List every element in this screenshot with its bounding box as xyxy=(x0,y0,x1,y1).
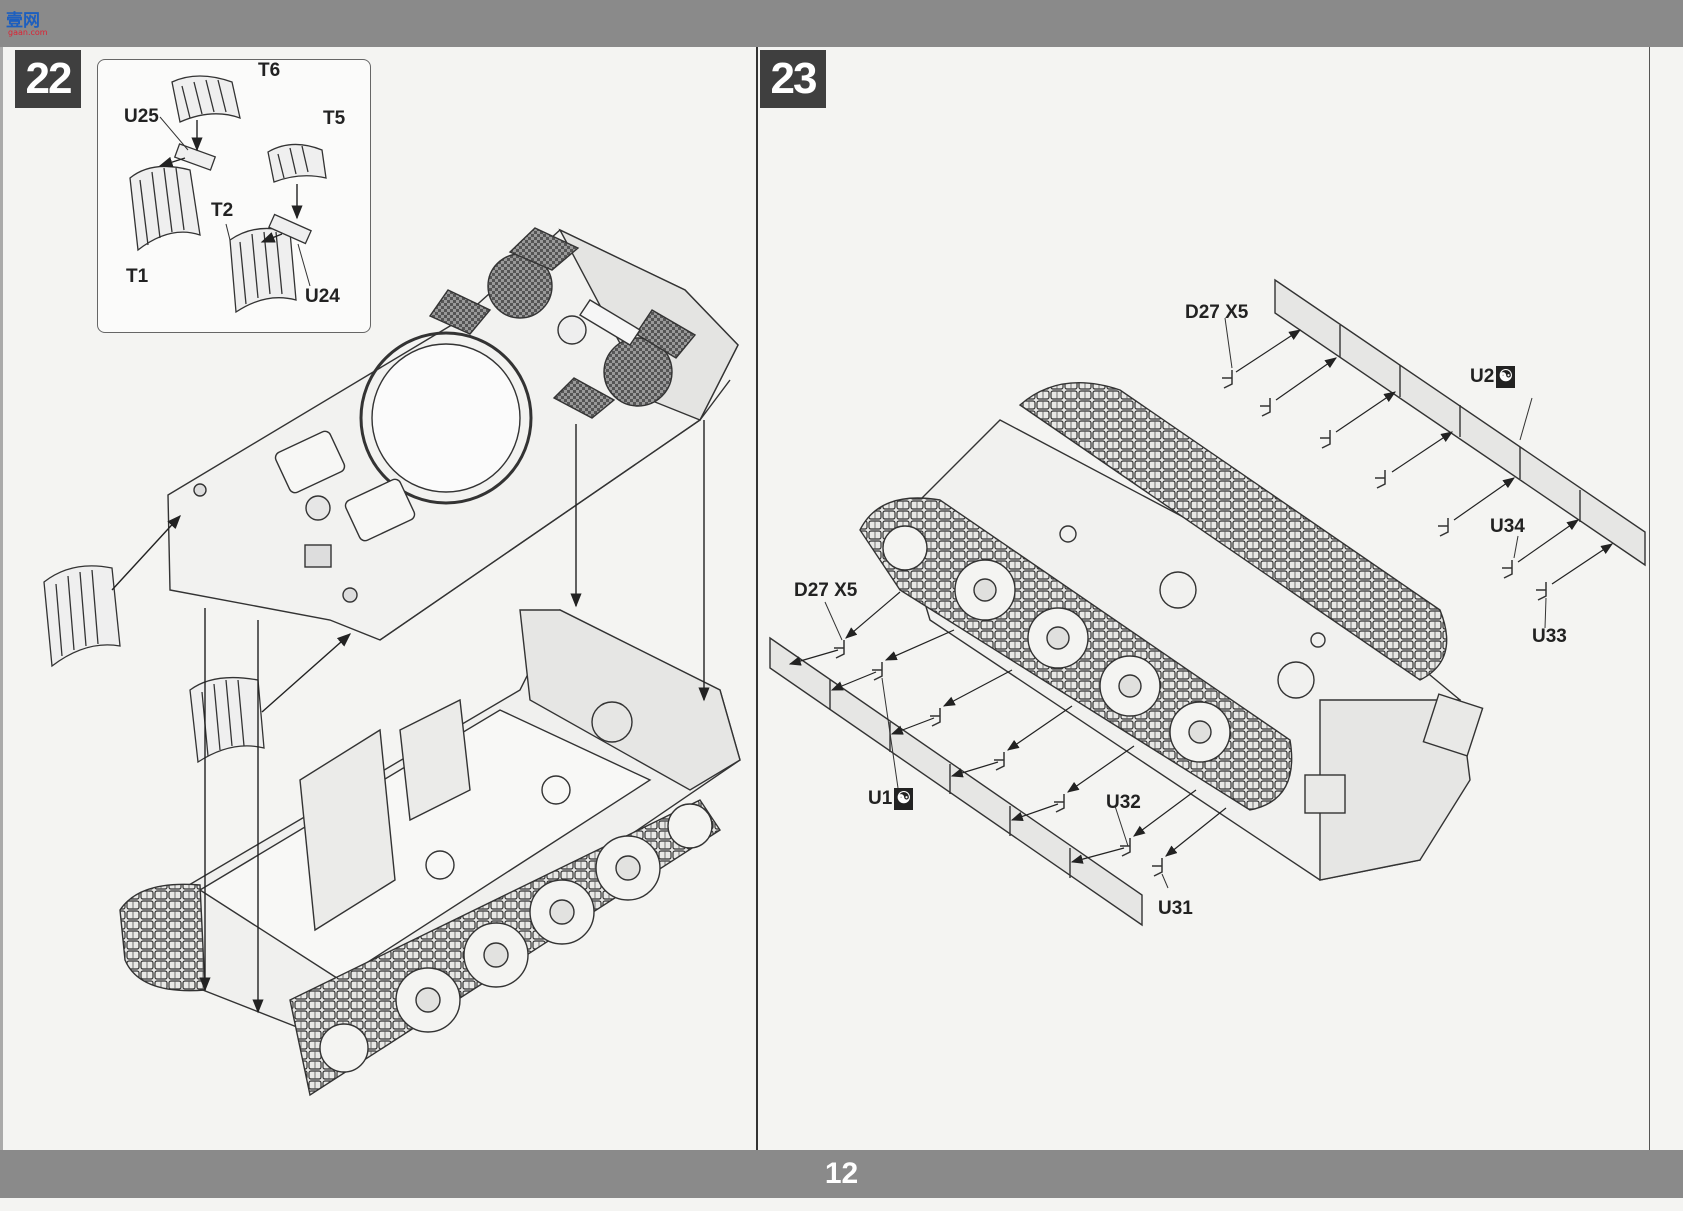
part-u25 xyxy=(173,143,217,171)
watermark-text: 壹网 xyxy=(6,11,40,31)
page-number: 12 xyxy=(824,1157,859,1190)
label-u33: U33 xyxy=(1532,626,1567,647)
label-u1: U1☯ xyxy=(868,788,914,810)
top-bar xyxy=(0,0,1683,47)
fender-t1 xyxy=(129,165,201,252)
fender-t5 xyxy=(267,143,327,183)
upper-hull xyxy=(167,227,739,641)
page-right-edge xyxy=(1649,47,1650,1150)
step-23-number: 23 xyxy=(760,50,826,108)
inset-fender-parts xyxy=(129,75,327,314)
fender-t2 xyxy=(229,227,297,314)
label-u31: U31 xyxy=(1158,898,1193,919)
label-u25: U25 xyxy=(124,106,159,127)
inset-arrows xyxy=(158,120,303,243)
yin-yang-icon: ☯ xyxy=(894,788,914,810)
label-d27-top: D27 X5 xyxy=(1185,302,1249,323)
label-u24: U24 xyxy=(305,286,340,307)
label-d27-left: D27 X5 xyxy=(794,580,858,601)
fender-t6 xyxy=(171,75,241,123)
watermark-subtext: gaan.com xyxy=(8,28,48,37)
label-u2: U2☯ xyxy=(1470,366,1516,388)
part-u24 xyxy=(268,213,312,245)
label-t1: T1 xyxy=(126,266,149,287)
label-t5: T5 xyxy=(323,108,346,129)
page-left-edge xyxy=(0,47,3,1150)
watermark-logo: 壹网 gaan.com xyxy=(6,6,70,38)
label-u32: U32 xyxy=(1106,792,1141,813)
step23-guides xyxy=(845,329,1613,857)
step23-skirt-arrows xyxy=(788,649,1125,864)
side-fenders xyxy=(43,565,265,764)
label-t6: T6 xyxy=(258,60,281,81)
side-skirts xyxy=(769,278,1646,927)
step-22-number: 22 xyxy=(15,50,81,108)
chassis-underside xyxy=(859,382,1484,881)
page-divider xyxy=(756,47,758,1150)
label-u34: U34 xyxy=(1490,516,1525,537)
label-t2: T2 xyxy=(211,200,234,221)
bottom-bar xyxy=(0,1150,1683,1198)
lower-hull xyxy=(119,609,741,1097)
yin-yang-icon: ☯ xyxy=(1496,366,1516,388)
step22-arrows xyxy=(111,420,710,1014)
brackets xyxy=(834,370,1547,877)
